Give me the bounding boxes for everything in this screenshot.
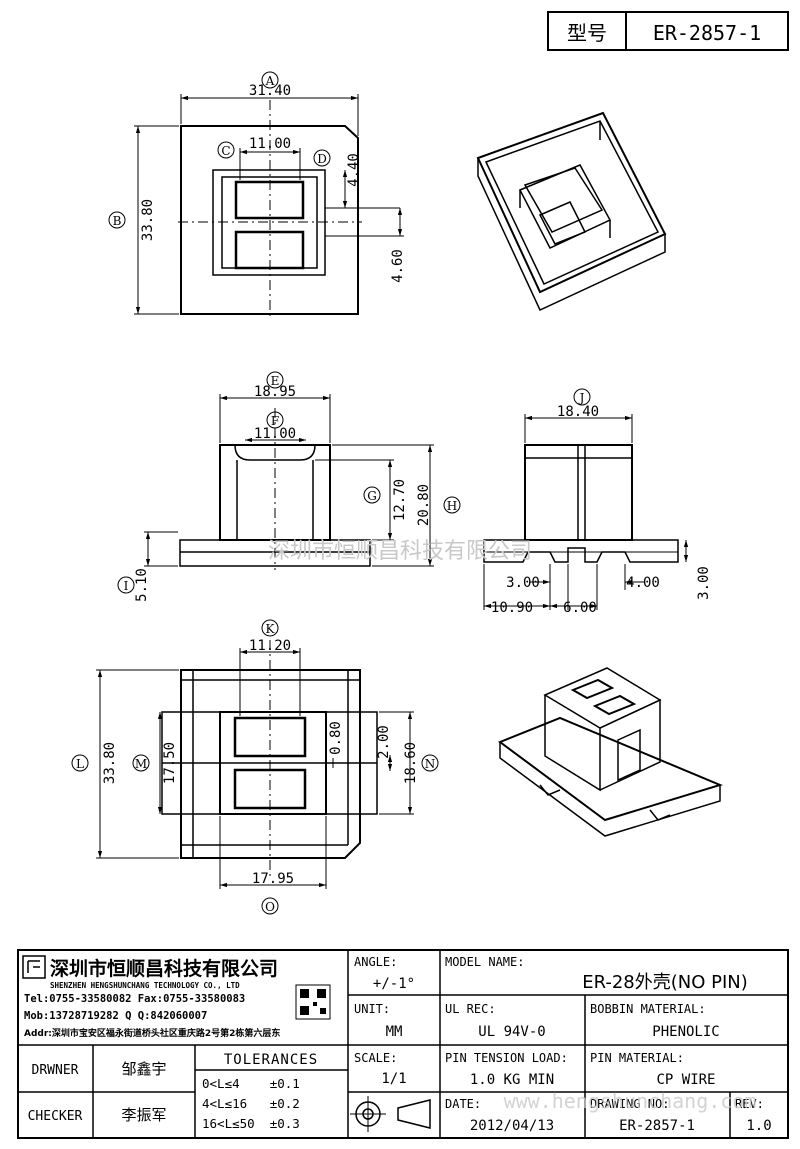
dim-d4-value: 10.90 [491, 600, 533, 616]
dim-marker-j: J [578, 391, 585, 405]
checker-value: 李振军 [121, 1106, 166, 1124]
bottom-view-dimension-labels: K 11.20 L 33.80 M 17.50 N 18.60 O 17.95 … [71, 619, 439, 915]
bottom-view [96, 640, 414, 889]
scale-label: SCALE: [354, 1051, 397, 1065]
watermark-bottom: www.hengshunchang.com [504, 1089, 757, 1113]
angle-label: ANGLE: [354, 955, 397, 969]
company-name-en: SHENZHEN HENGSHUNCHANG TECHNOLOGY CO., L… [50, 981, 240, 990]
dim-d2-value: 4.00 [626, 575, 660, 591]
front-view-dimension-labels: E 18.95 F 11.00 G 12.70 H 20.80 I 5.10 [117, 371, 461, 602]
pin-material-label: PIN MATERIAL: [590, 1051, 684, 1065]
dim-marker-d: D [317, 152, 327, 166]
pin-material-value: CP WIRE [656, 1072, 715, 1088]
model-value: ER-2857-1 [653, 21, 761, 45]
dim-d5-value: 6.00 [563, 600, 597, 616]
front-view [144, 394, 434, 570]
title-block [17, 949, 789, 1139]
drwner-value: 邹鑫宇 [121, 1060, 166, 1078]
dim-b-value: 33.80 [140, 199, 156, 241]
dim-d1-value: 3.00 [506, 575, 540, 591]
date-value: 2012/04/13 [470, 1118, 554, 1134]
dim-f-value: 11.00 [254, 426, 296, 442]
model-header: 型号 ER-2857-1 [547, 11, 789, 51]
dim-e-value: 18.95 [254, 384, 296, 400]
watermark-center: 深圳市恒顺昌科技有限公司 [268, 539, 532, 564]
dim-marker-g: G [367, 489, 377, 503]
ul-value: UL 94V-0 [478, 1024, 545, 1040]
unit-value: MM [386, 1024, 403, 1040]
dim-o-value: 17.95 [252, 871, 294, 887]
dim-d3-value: 3.00 [696, 566, 712, 600]
dim-extra-value: 4.60 [390, 249, 406, 283]
dim-c-value: 11.00 [249, 136, 291, 152]
dim-marker-o: O [265, 900, 275, 914]
title-block-text: 深圳市恒顺昌科技有限公司 SHENZHEN HENGSHUNCHANG TECH… [24, 955, 772, 1134]
date-label: DATE: [445, 1097, 481, 1111]
dim-m-value: 17.50 [162, 742, 178, 784]
dim-marker-h: H [447, 499, 457, 513]
top-view-dimension-labels: A 31.40 B 33.80 C 11.00 D 4.40 4.60 [108, 71, 406, 283]
dim-k-value: 11.20 [249, 638, 291, 654]
bobbin-material-label: BOBBIN MATERIAL: [590, 1002, 706, 1016]
dim-n-value: 18.60 [403, 742, 419, 784]
drawing-no-value: ER-2857-1 [619, 1118, 695, 1134]
iso-view-bottom [497, 667, 723, 837]
dim-x2-value: 2.00 [376, 725, 392, 759]
drawing-no-label: DRAWING NO: [590, 1097, 669, 1111]
company-name-cn: 深圳市恒顺昌科技有限公司 [50, 957, 278, 980]
dim-marker-m: M [135, 757, 147, 771]
rev-value: 1.0 [746, 1118, 771, 1134]
dim-d-value: 4.40 [346, 153, 362, 187]
dim-h-value: 20.80 [416, 484, 432, 526]
ul-label: UL REC: [445, 1002, 496, 1016]
model-name-label: MODEL NAME: [445, 955, 524, 969]
dim-marker-n: N [425, 757, 436, 771]
dim-x1-value: 0.80 [328, 721, 344, 755]
rev-label: REV: [735, 1097, 764, 1111]
model-name-value: ER-28外壳(NO PIN) [582, 972, 748, 993]
pin-tension-label: PIN TENSION LOAD: [445, 1051, 568, 1065]
dim-g-value: 12.70 [392, 479, 408, 521]
company-addr: Addr:深圳市宝安区福永街道桥头社区重庆路2号第2栋第六层东 [24, 1027, 280, 1039]
dim-marker-e: E [271, 374, 280, 388]
company-tel: Tel:0755-33580082 Fax:0755-33580083 [24, 993, 245, 1005]
unit-label: UNIT: [354, 1002, 390, 1016]
dim-marker-c: C [221, 144, 230, 158]
tolerances-label: TOLERANCES [224, 1052, 318, 1068]
dim-j-value: 18.40 [557, 404, 599, 420]
dim-marker-i: I [124, 579, 129, 593]
scale-value: 1/1 [381, 1071, 406, 1087]
model-label: 型号 [567, 21, 607, 45]
dim-marker-k: K [266, 622, 276, 636]
pin-tension-value: 1.0 KG MIN [470, 1072, 554, 1088]
tolerance-row-1: 0<L≤4 ±0.1 [202, 1076, 300, 1091]
checker-label: CHECKER [28, 1109, 83, 1124]
company-mob: Mob:13728719282 Q Q:842060007 [24, 1010, 207, 1022]
dim-a-value: 31.40 [249, 83, 291, 99]
dim-i-value: 5.10 [134, 568, 150, 602]
dim-marker-f: F [271, 414, 279, 428]
tolerance-row-3: 16<L≤50 ±0.3 [202, 1116, 300, 1131]
top-view [134, 94, 404, 320]
dim-marker-a: A [265, 74, 275, 88]
side-view [483, 414, 689, 610]
dim-l-value: 33.80 [102, 742, 118, 784]
dim-marker-l: L [76, 757, 84, 771]
tolerance-row-2: 4<L≤16 ±0.2 [202, 1096, 300, 1111]
dim-marker-b: B [113, 214, 122, 228]
drwner-label: DRWNER [32, 1063, 79, 1078]
side-view-dimension-labels: J 18.40 3.00 4.00 3.00 10.90 6.00 [491, 388, 712, 616]
iso-view-top [476, 111, 667, 311]
bobbin-material-value: PHENOLIC [652, 1024, 719, 1040]
angle-value: +/-1° [373, 976, 415, 992]
